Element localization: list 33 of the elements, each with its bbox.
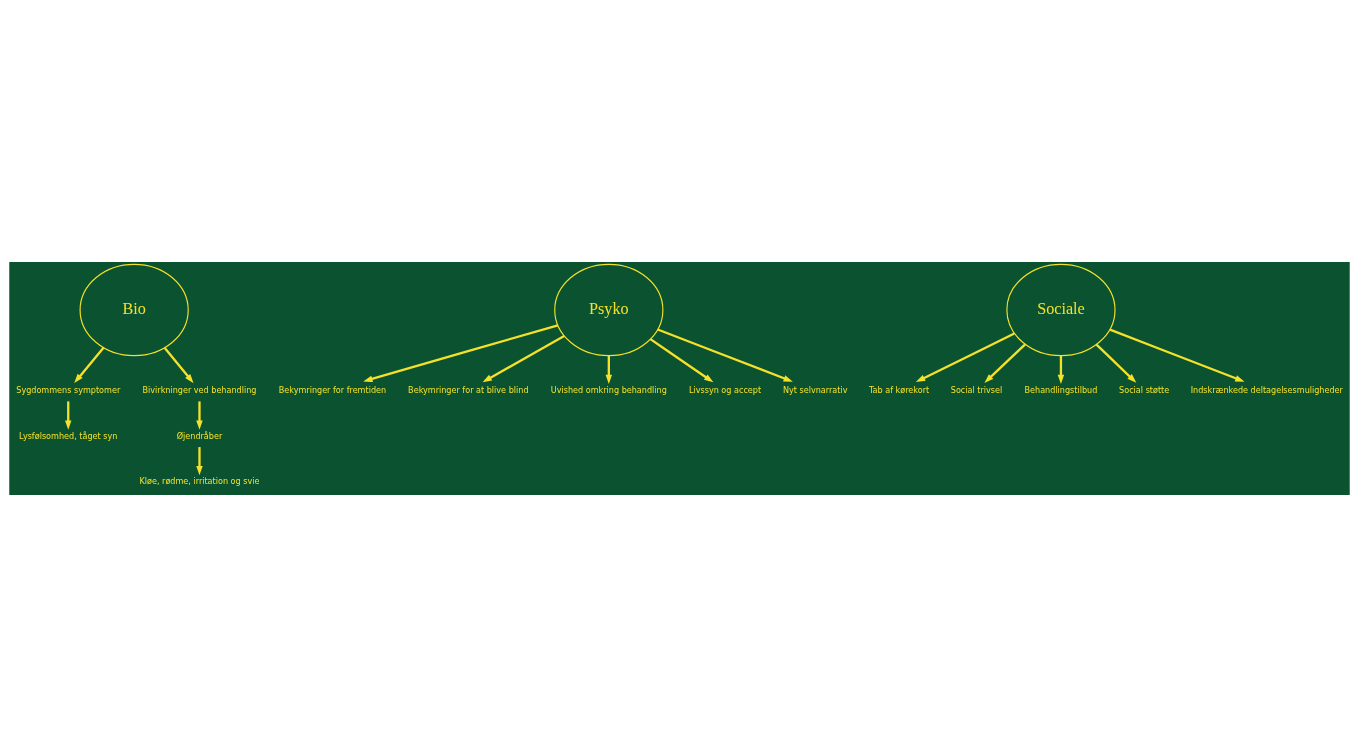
arrow bbox=[482, 334, 565, 382]
node-text: Bekymringer for at blive blind bbox=[408, 384, 529, 395]
arrow bbox=[196, 446, 203, 475]
arrow bbox=[1095, 343, 1137, 383]
arrow bbox=[74, 346, 105, 383]
node-text: Social støtte bbox=[1119, 384, 1170, 395]
arrow bbox=[1057, 355, 1065, 384]
node-text: Uvished omkring behandling bbox=[550, 384, 667, 395]
node-text: Øjendråber bbox=[176, 430, 223, 441]
arrow bbox=[163, 346, 194, 383]
arrow bbox=[915, 332, 1015, 382]
arrow bbox=[1109, 328, 1245, 382]
arrow bbox=[984, 343, 1026, 383]
node-text: Kløe, rødme, irritation og svie bbox=[139, 475, 260, 486]
arrow bbox=[649, 337, 714, 382]
arrow bbox=[605, 355, 613, 384]
node-ellipse: Psyko bbox=[554, 263, 664, 356]
arrow bbox=[196, 400, 203, 430]
node-text: Behandlingstilbud bbox=[1024, 384, 1098, 395]
node-ellipse: Bio bbox=[79, 263, 189, 356]
node-text: Bivirkninger ved behandling bbox=[142, 384, 257, 395]
node-text: Indskrænkede deltagelsesmuligheder bbox=[1190, 384, 1343, 395]
arrow bbox=[65, 400, 72, 430]
node-text: Lysfølsomhed, tåget syn bbox=[19, 430, 118, 441]
node-text: Social trivsel bbox=[950, 384, 1003, 395]
arrow bbox=[363, 323, 559, 382]
node-text: Tab af kørekort bbox=[868, 384, 930, 395]
arrow bbox=[657, 327, 793, 382]
node-text: Nyt selvnarrativ bbox=[782, 384, 848, 395]
node-ellipse: Sociale bbox=[1006, 263, 1116, 356]
node-text: Livssyn og accept bbox=[688, 384, 762, 395]
node-text: Sygdommens symptomer bbox=[16, 384, 121, 395]
node-text: Bekymringer for fremtiden bbox=[278, 384, 387, 395]
